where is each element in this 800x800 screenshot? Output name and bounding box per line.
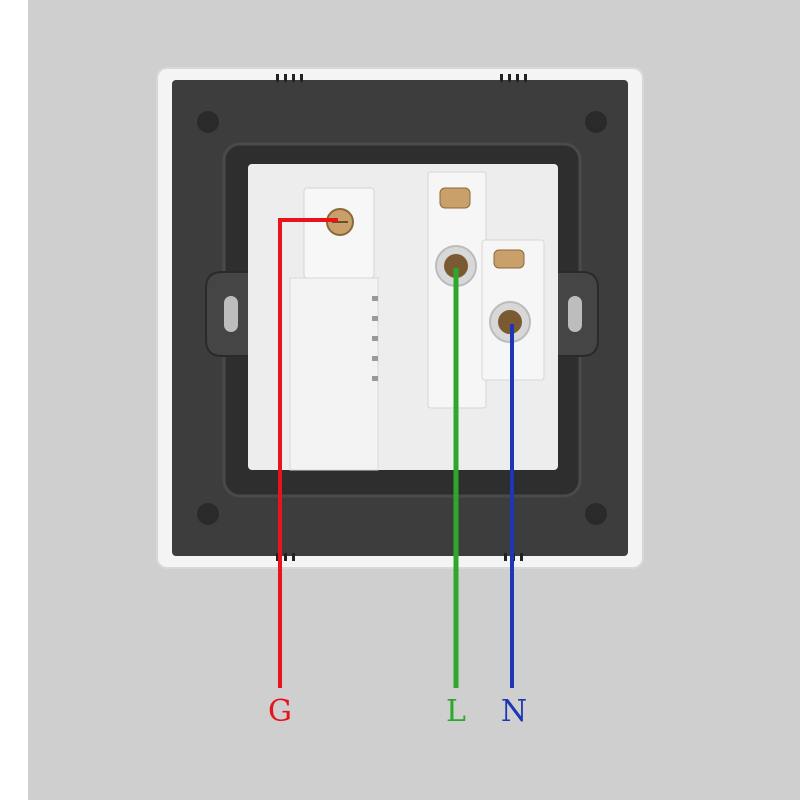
screw-hole-bottom-right <box>585 503 607 525</box>
neutral-clamp <box>493 249 525 269</box>
neutral-label: N <box>500 694 528 729</box>
neutral-screw <box>498 310 522 334</box>
screw-hole-bottom-left <box>197 503 219 525</box>
mount-slot-right <box>568 296 582 332</box>
mount-slot-left <box>224 296 238 332</box>
top-vents <box>276 74 527 82</box>
screw-hole-top-left <box>197 111 219 133</box>
ground-body-ribs <box>372 296 378 381</box>
live-screw <box>444 254 468 278</box>
ground-body <box>289 277 379 471</box>
live-label: L <box>446 694 466 729</box>
ground-label: G <box>268 694 292 729</box>
ground-wire <box>278 218 338 688</box>
live-clamp <box>439 187 471 209</box>
screw-hole-top-right <box>585 111 607 133</box>
